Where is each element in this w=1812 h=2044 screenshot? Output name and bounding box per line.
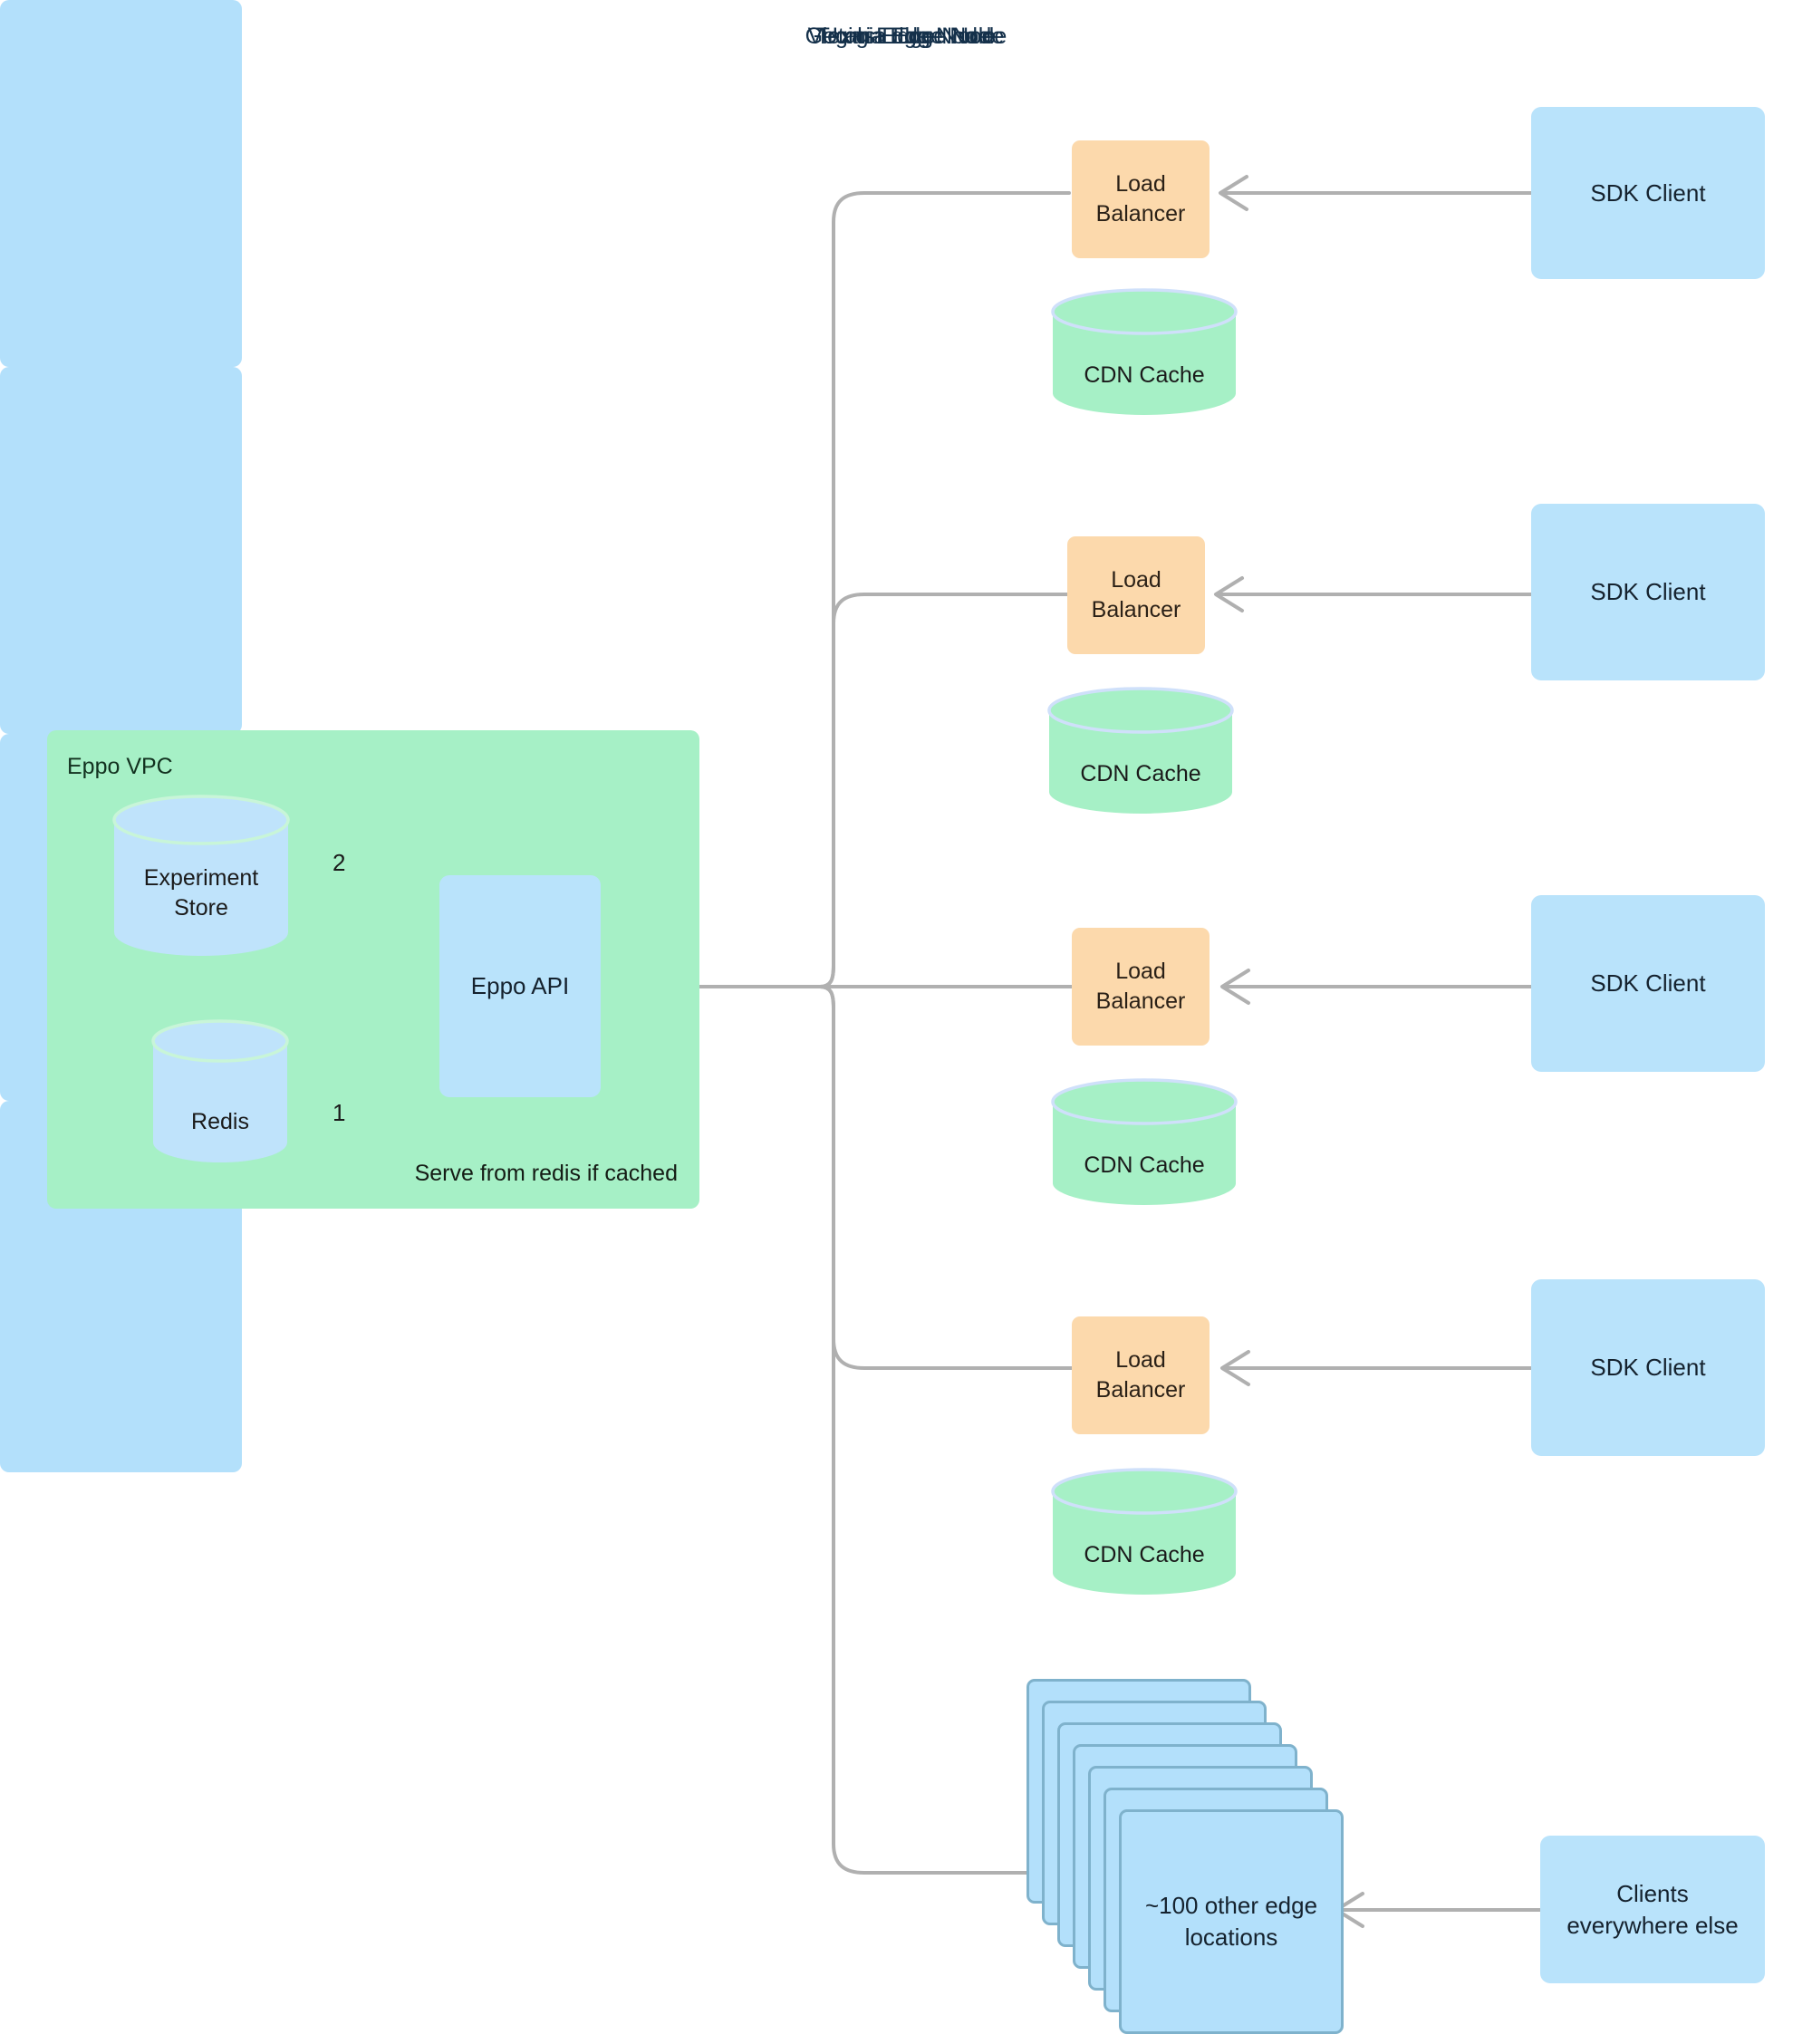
cdn-cache-utah-label: CDN Cache [1084,1542,1205,1567]
redis-label: Redis [191,1109,249,1134]
cdn-cache-utah: CDN Cache [1051,1468,1238,1596]
arrowhead-texas-lb [1220,969,1250,1005]
edge-node-virginia-title: Virginia Edge Node [807,24,1005,49]
redis-cylinder: Redis [151,1019,289,1164]
wire-junction-to-utah [818,985,1074,1370]
load-balancer-utah-line1: Load [1115,1347,1166,1373]
sdk-client-texas[interactable]: SDK Client [1531,895,1765,1072]
wire-junction-to-georgia [818,593,1069,988]
load-balancer-texas-line1: Load [1115,959,1166,984]
wire-junction-to-virginia [818,191,1071,988]
edge-node-virginia: Virginia Edge Node [0,0,1004,367]
arrowhead-virginia-lb [1219,175,1248,211]
edge-node-utah-title: Utah Edge Node [821,24,991,49]
sdk-client-virginia-label: SDK Client [1590,178,1706,207]
other-locations-label-line2: locations [1184,1923,1278,1951]
load-balancer-virginia-line2: Balancer [1095,201,1186,227]
eppo-api-box[interactable]: Eppo API [439,875,601,1097]
load-balancer-georgia[interactable]: Load Balancer [1067,536,1205,654]
other-locations-front-card[interactable]: ~100 other edge locations [1119,1809,1344,2034]
load-balancer-virginia[interactable]: Load Balancer [1072,140,1210,258]
sdk-client-georgia-label: SDK Client [1590,578,1706,606]
cdn-cache-texas: CDN Cache [1051,1078,1238,1207]
sdk-client-virginia[interactable]: SDK Client [1531,107,1765,279]
edge-node-georgia-title: Georgia Edge Node [805,24,1007,49]
clients-everywhere-else-box[interactable]: Clients everywhere else [1540,1836,1765,1983]
load-balancer-utah[interactable]: Load Balancer [1072,1316,1210,1434]
eppo-api-label: Eppo API [470,972,570,1000]
load-balancer-texas[interactable]: Load Balancer [1072,928,1210,1046]
flow-step-label-1: 1 [333,1099,346,1126]
load-balancer-virginia-line1: Load [1115,171,1166,197]
experiment-store-label-line2: Store [174,895,228,921]
clients-everywhere-else-line1: Clients [1616,1880,1689,1908]
load-balancer-georgia-line2: Balancer [1091,597,1181,622]
arrowhead-utah-lb [1220,1350,1250,1386]
cdn-cache-virginia-label: CDN Cache [1084,362,1205,388]
sdk-client-texas-label: SDK Client [1590,969,1706,998]
edge-node-texas-title: Texas Edge Node [815,24,997,49]
cdn-cache-virginia: CDN Cache [1051,288,1238,417]
cdn-cache-georgia: CDN Cache [1047,687,1234,815]
other-locations-label-line1: ~100 other edge [1144,1891,1318,1919]
arrowhead-georgia-lb [1214,576,1244,612]
load-balancer-utah-line2: Balancer [1095,1377,1186,1403]
edge-node-georgia: Georgia Edge Node [0,24,1007,734]
experiment-store-cylinder: Experiment Store [112,795,290,958]
sdk-client-utah-label: SDK Client [1590,1354,1706,1382]
load-balancer-texas-line2: Balancer [1095,988,1186,1014]
load-balancer-georgia-line1: Load [1111,567,1161,593]
experiment-store-label-line1: Experiment [143,865,259,891]
clients-everywhere-else-line2: everywhere else [1566,1911,1739,1939]
vpc-title: Eppo VPC [67,754,173,779]
vpc-footer-note: Serve from redis if cached [414,1161,678,1186]
cdn-cache-georgia-label: CDN Cache [1080,761,1201,786]
flow-step-label-2: 2 [333,849,346,876]
sdk-client-georgia[interactable]: SDK Client [1531,504,1765,680]
experiment-store-label: Experiment Store [112,863,290,923]
sdk-client-utah[interactable]: SDK Client [1531,1279,1765,1456]
cdn-cache-texas-label: CDN Cache [1084,1152,1205,1178]
